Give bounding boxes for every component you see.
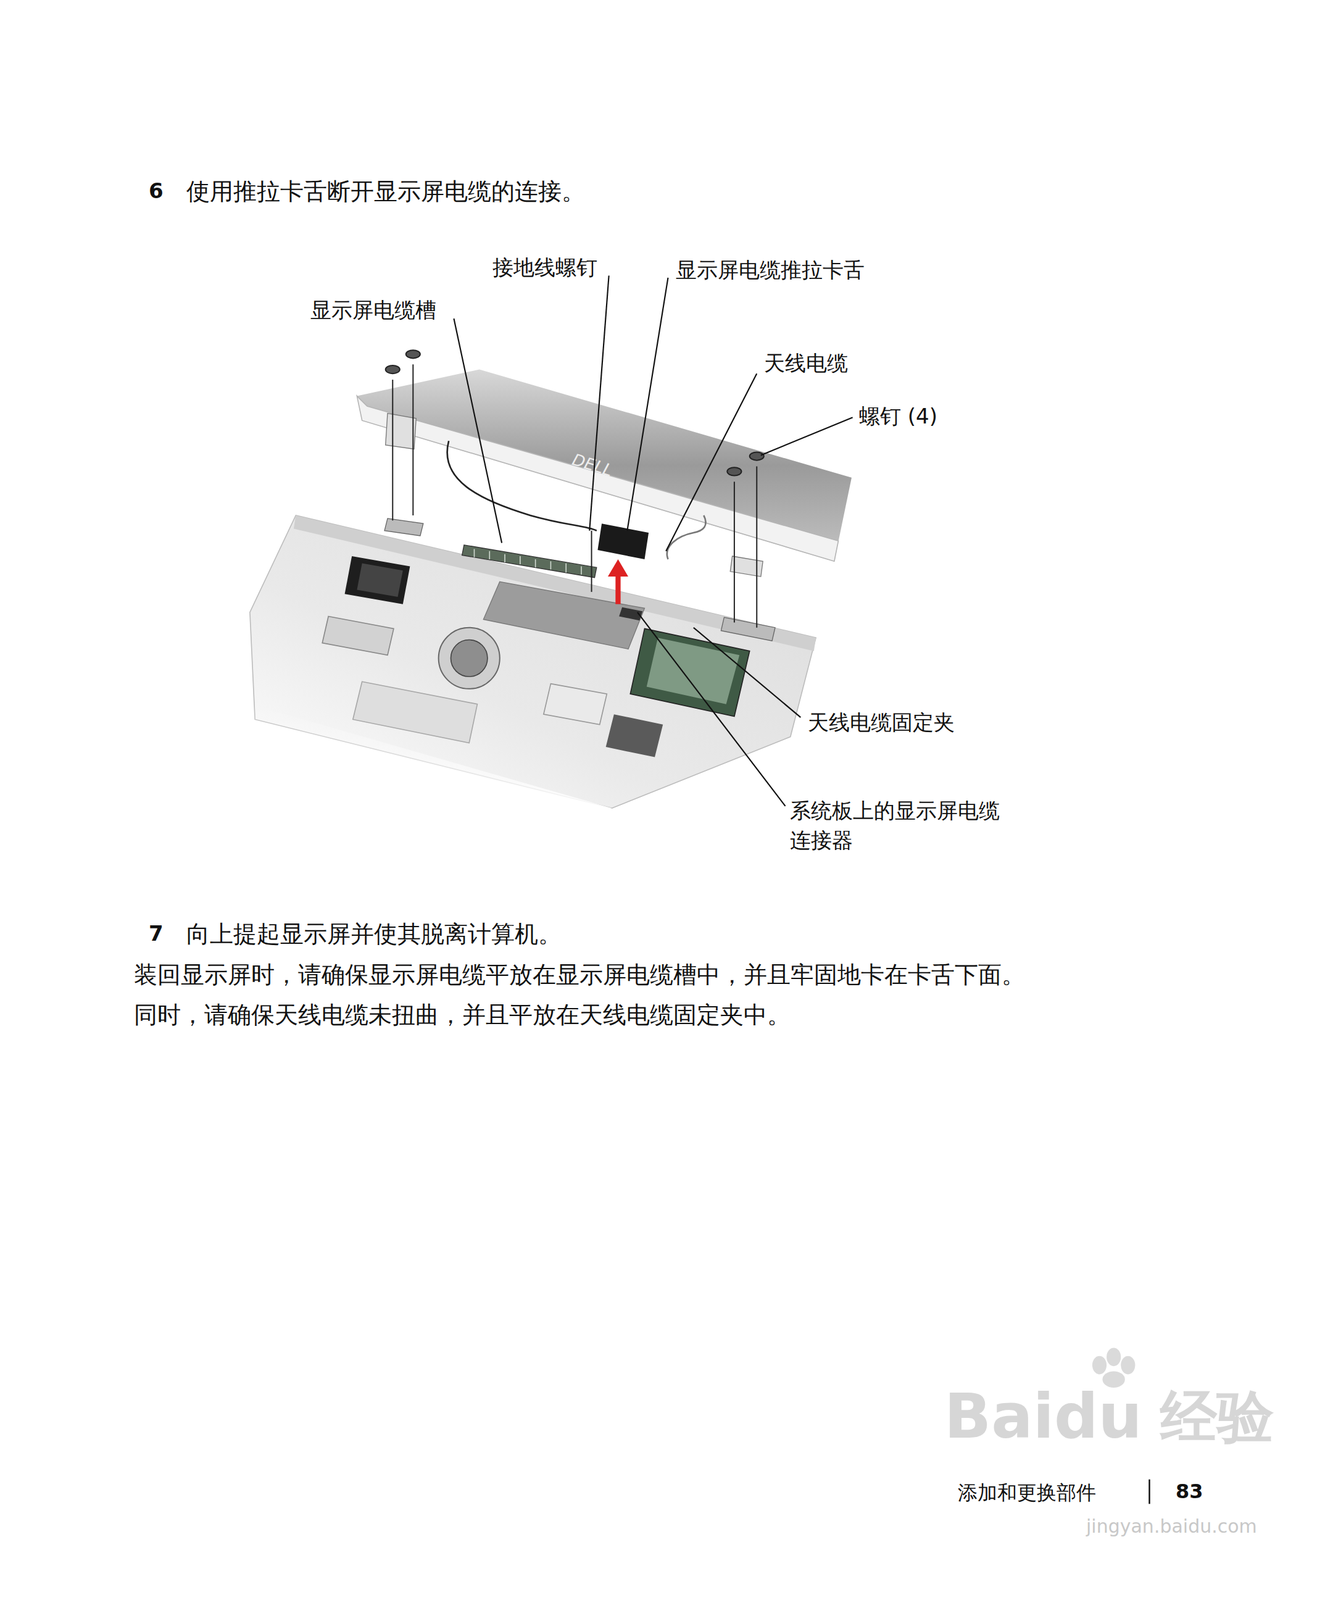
cable-connector <box>597 523 649 621</box>
callout-label: 系统板上的显示屏电缆 连接器 <box>789 796 1020 855</box>
page-number: 83 <box>1175 1477 1204 1506</box>
step-number: 6 <box>148 176 164 207</box>
leader-lines <box>453 275 853 806</box>
instruction-text: 向上提起显示屏并使其脱离计算机。 <box>186 917 562 951</box>
instruction-text: 使用推拉卡舌断开显示屏电缆的连接。 <box>186 175 586 208</box>
step-number: 7 <box>148 918 164 949</box>
callout-label: 天线电缆 <box>764 348 848 379</box>
watermark: 经验 <box>1160 1377 1274 1458</box>
callout-label: 显示屏电缆槽 <box>310 295 437 326</box>
footer-separator <box>1148 1479 1150 1504</box>
footer-text: 添加和更换部件 <box>957 1478 1097 1507</box>
watermark: Baidu <box>944 1373 1143 1460</box>
callout-label: 接地线螺钉 <box>492 253 598 283</box>
cables <box>447 440 706 592</box>
note-text: 同时，请确保天线电缆未扭曲，并且平放在天线电缆固定夹中。 <box>133 998 791 1032</box>
callout-label: 天线电缆固定夹 <box>807 707 955 738</box>
callout-label: 显示屏电缆推拉卡舌 <box>675 255 865 286</box>
display-lid: DELL <box>356 369 852 562</box>
screws <box>385 349 765 628</box>
callout-label: 螺钉 (4) <box>859 401 938 432</box>
laptop-base <box>245 413 816 817</box>
watermark: jingyan.baidu.com <box>1086 1513 1258 1540</box>
note-text: 装回显示屏时，请确保显示屏电缆平放在显示屏电缆槽中，并且牢固地卡在卡舌下面。 <box>133 958 1026 992</box>
svg-text:DELL: DELL <box>570 449 616 480</box>
